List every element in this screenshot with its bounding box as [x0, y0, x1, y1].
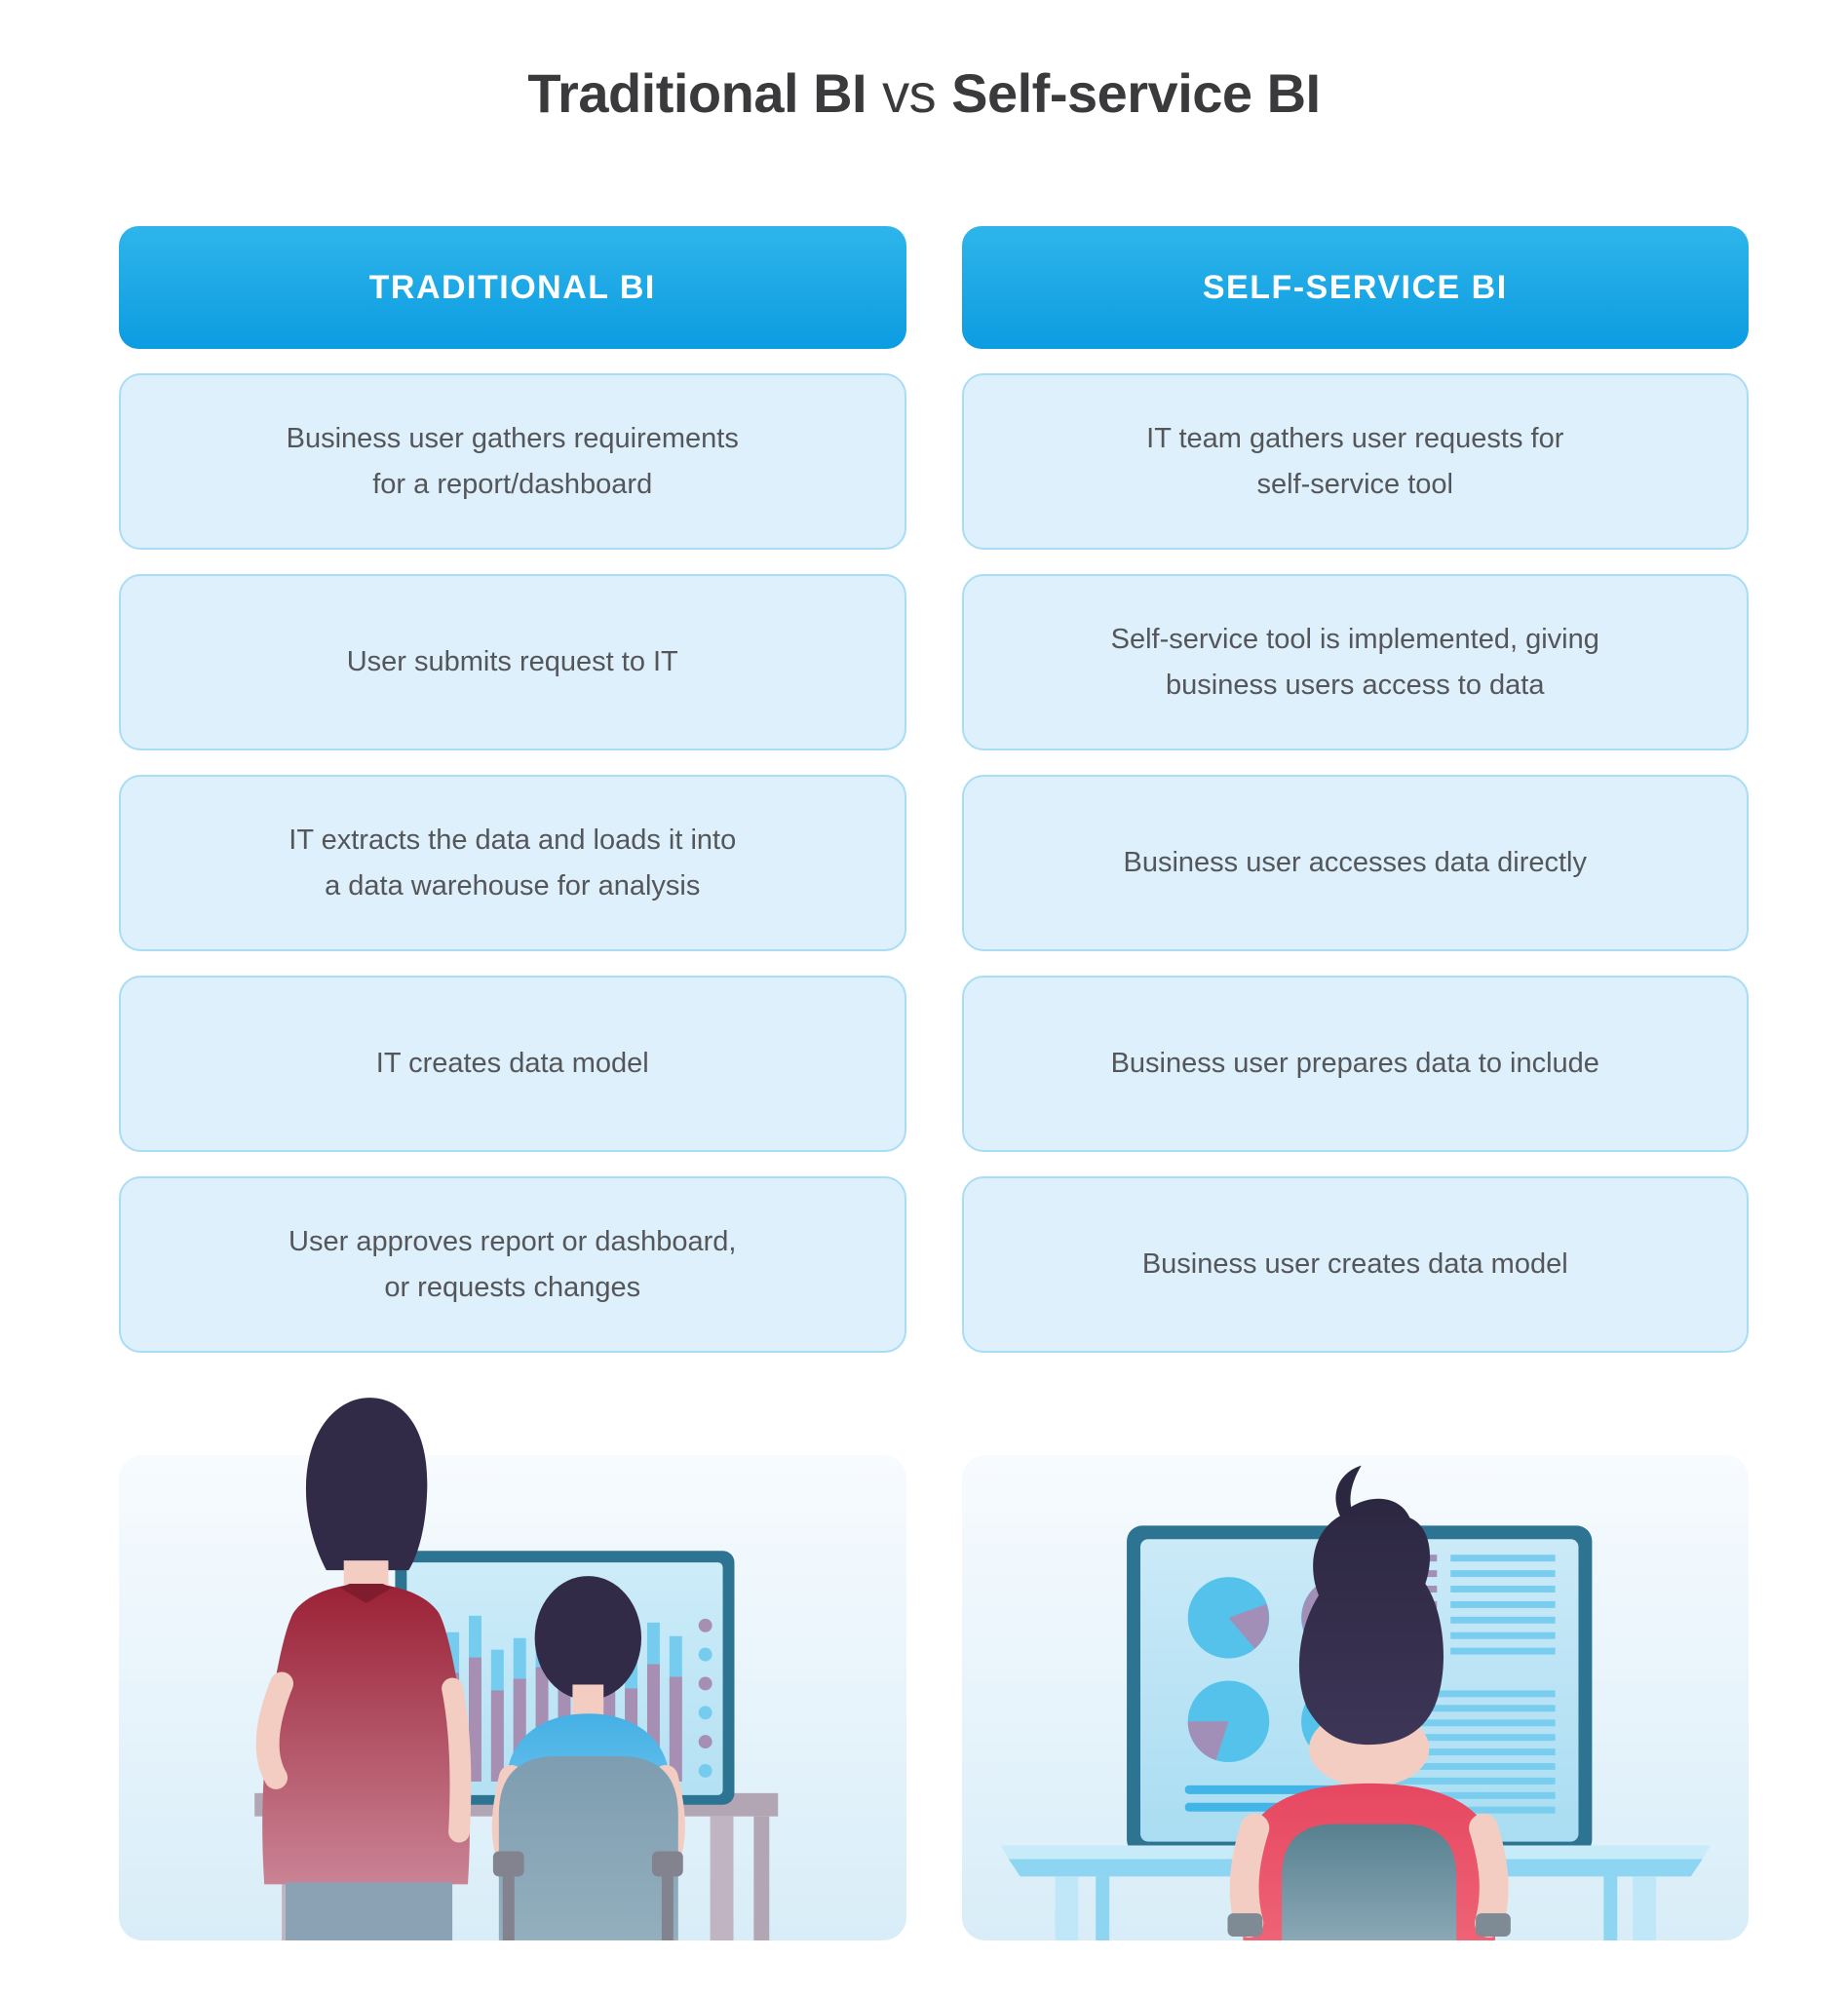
seated-user — [491, 1576, 685, 1940]
comparison-grid: TRADITIONAL BI SELF-SERVICE BI Business … — [0, 226, 1848, 1940]
traditional-step-2: User submits request to IT — [119, 574, 906, 750]
self-service-bi-illustration-card — [961, 1455, 1749, 1940]
traditional-bi-illustration-card — [119, 1398, 906, 1940]
spiky-hair — [1298, 1498, 1444, 1746]
column-header-traditional-bi: TRADITIONAL BI — [119, 226, 906, 349]
office-chair — [1281, 1823, 1456, 1940]
standing-it-specialist — [255, 1398, 472, 1940]
self-service-step-1: IT team gathers user requests for self-s… — [961, 373, 1749, 550]
page-title: Traditional BI vs Self-service BI — [0, 0, 1848, 129]
self-service-step-4: Business user prepares data to include — [961, 976, 1749, 1152]
traditional-bi-illustration — [254, 1398, 779, 1940]
office-chair — [492, 1756, 683, 1940]
column-header-self-service-bi: SELF-SERVICE BI — [961, 226, 1749, 349]
traditional-step-1: Business user gathers requirements for a… — [119, 373, 906, 550]
title-self-service: Self-service BI — [951, 62, 1321, 124]
traditional-step-3: IT extracts the data and loads it into a… — [119, 775, 906, 951]
self-service-bi-illustration — [1000, 1465, 1711, 1940]
self-service-step-2: Self-service tool is implemented, giving… — [961, 574, 1749, 750]
title-traditional: Traditional BI — [527, 62, 867, 124]
traditional-step-4: IT creates data model — [119, 976, 906, 1152]
business-user — [1226, 1465, 1511, 1940]
self-service-step-3: Business user accesses data directly — [961, 775, 1749, 951]
traditional-step-5: User approves report or dashboard, or re… — [119, 1176, 906, 1353]
self-service-step-5: Business user creates data model — [961, 1176, 1749, 1353]
dot-legend — [698, 1618, 712, 1778]
title-separator: vs — [882, 62, 937, 124]
